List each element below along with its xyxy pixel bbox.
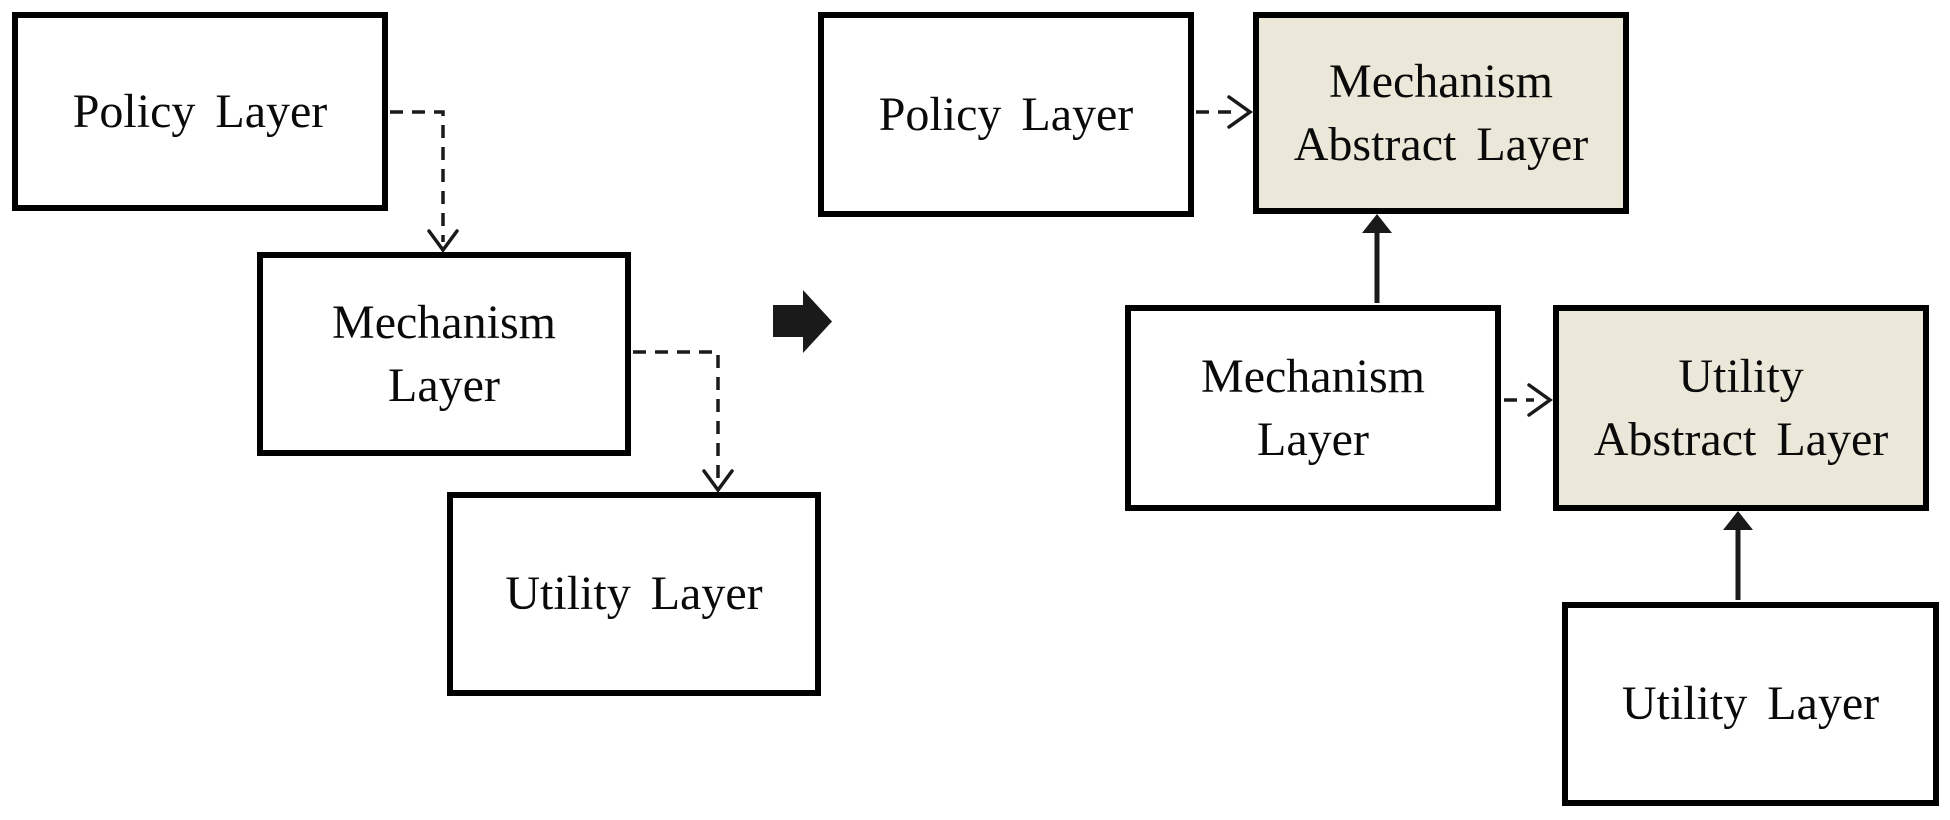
solid-arrow-mechanism-to-mechanism-abstract: [1362, 214, 1392, 303]
mechanism-abstract-layer-box: Mechanism Abstract Layer: [1253, 12, 1629, 214]
left-policy-layer-box: Policy Layer: [12, 12, 388, 211]
right-utility-layer-box: Utility Layer: [1562, 602, 1939, 806]
dashed-arrow-policy-to-mechanism-abstract: [1196, 95, 1254, 129]
utility-abstract-layer-box: Utility Abstract Layer: [1553, 305, 1929, 511]
left-mechanism-layer-box: Mechanism Layer: [257, 252, 631, 456]
dashed-arrow-mechanism-to-utility-abstract: [1504, 383, 1554, 417]
solid-arrow-utility-to-utility-abstract: [1723, 511, 1753, 600]
right-mechanism-layer-box: Mechanism Layer: [1125, 305, 1501, 511]
right-policy-layer-box: Policy Layer: [818, 12, 1194, 217]
left-utility-layer-box: Utility Layer: [447, 492, 821, 696]
transform-arrow-icon: [773, 290, 832, 353]
dashed-arrow-mechanism-to-utility-left: [633, 350, 734, 493]
dashed-arrow-policy-to-mechanism-left: [390, 110, 459, 253]
